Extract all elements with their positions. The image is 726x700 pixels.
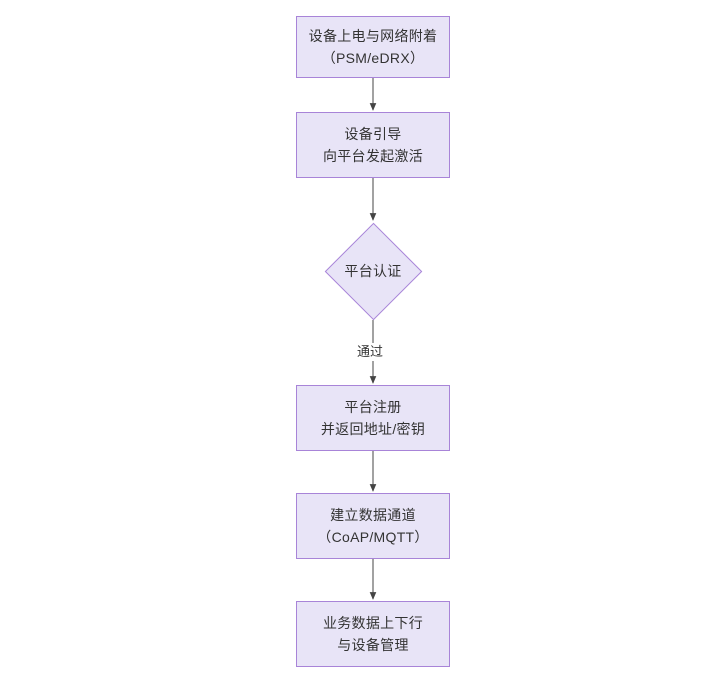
node-label-line1: 建立数据通道 — [330, 507, 416, 523]
node-label-line1: 平台注册 — [344, 399, 402, 415]
node-label-line1: 设备上电与网络附着 — [308, 28, 438, 44]
node-establish-data-channel[interactable]: 建立数据通道 （CoAP/MQTT） — [296, 493, 450, 559]
node-label-line2: 并返回地址/密钥 — [320, 421, 426, 437]
node-label-line2: 与设备管理 — [337, 637, 409, 653]
node-label-line1: 业务数据上下行 — [322, 615, 424, 631]
node-label-line2: （PSM/eDRX） — [321, 50, 425, 66]
edge-label-pass: 通过 — [355, 343, 386, 361]
node-platform-registration[interactable]: 平台注册 并返回地址/密钥 — [296, 385, 450, 451]
node-label-line2: （CoAP/MQTT） — [317, 529, 429, 545]
node-label-line2: 向平台发起激活 — [322, 148, 424, 164]
node-device-bootstrap[interactable]: 设备引导 向平台发起激活 — [296, 112, 450, 178]
node-label-line1: 平台认证 — [344, 263, 402, 279]
node-device-power-on[interactable]: 设备上电与网络附着 （PSM/eDRX） — [296, 16, 450, 78]
node-label-line1: 设备引导 — [344, 126, 402, 142]
node-platform-authentication-decision[interactable]: 平台认证 — [324, 222, 422, 320]
node-business-data-and-device-management[interactable]: 业务数据上下行 与设备管理 — [296, 601, 450, 667]
